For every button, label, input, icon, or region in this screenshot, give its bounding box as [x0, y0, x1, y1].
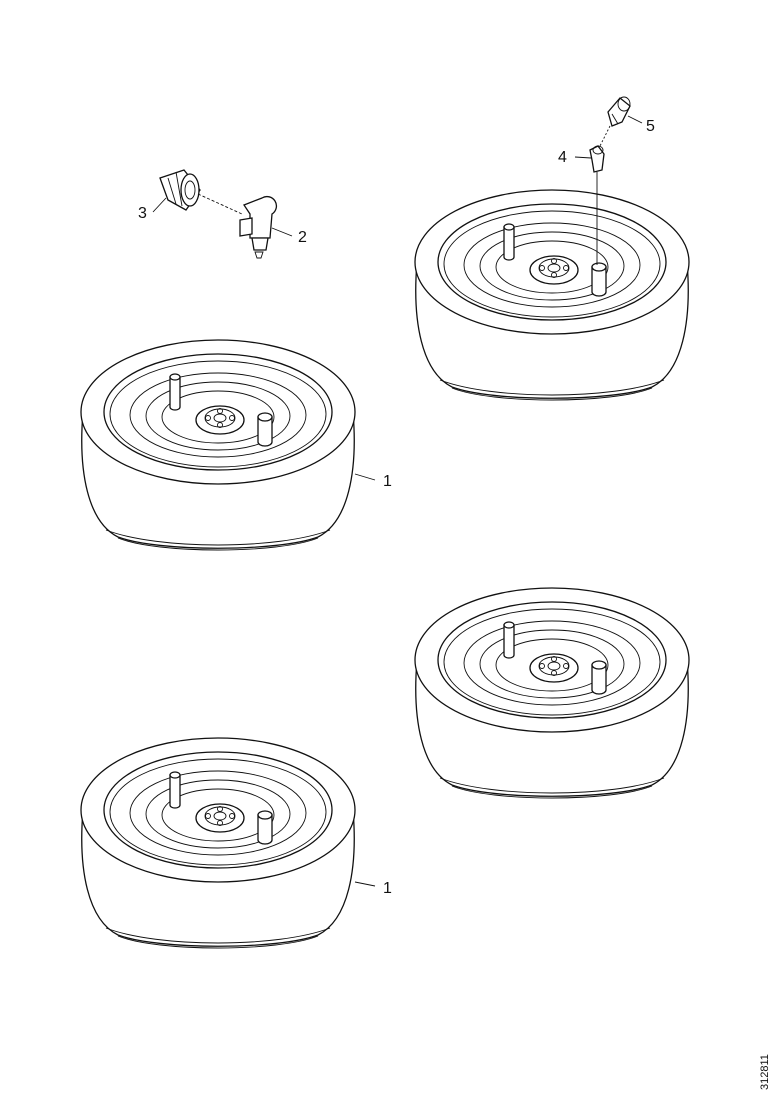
document-id: 312811	[759, 1054, 771, 1090]
wheel-upper-left	[80, 339, 356, 551]
callout-label-2: 2	[298, 229, 307, 246]
valve-elbow-part	[239, 195, 278, 259]
callout-label-1-lower: 1	[383, 880, 392, 897]
valve-stem-adapter-part	[589, 145, 605, 265]
valve-cap-part	[159, 169, 243, 215]
wheel-lower-right	[414, 587, 690, 799]
callout-label-4: 4	[558, 149, 567, 166]
callout-label-1-upper: 1	[383, 473, 392, 490]
valve-stem-cap-part	[599, 96, 631, 147]
callout-label-5: 5	[646, 118, 655, 135]
leader-lines	[152, 115, 643, 887]
callout-label-3: 3	[138, 205, 147, 222]
wheel-upper-right	[414, 189, 690, 401]
wheel-lower-left	[80, 737, 356, 949]
